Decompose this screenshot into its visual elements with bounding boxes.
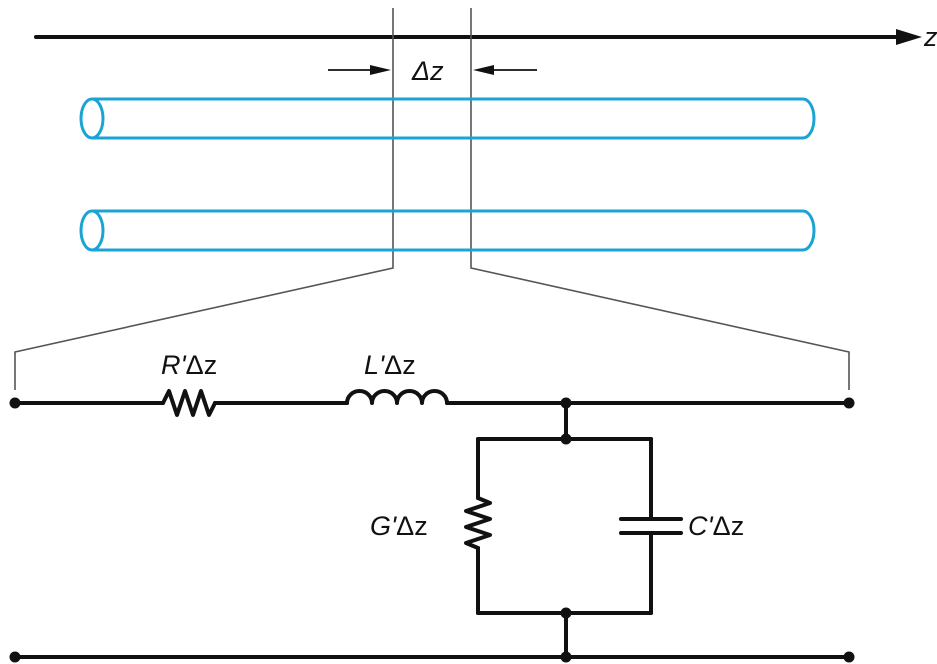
dimension-arrow-left-icon xyxy=(473,65,494,75)
node-top-right xyxy=(843,397,855,409)
conductor-top-left-end xyxy=(79,97,105,140)
top-rail xyxy=(9,389,855,417)
resistor-label: R'Δz xyxy=(161,350,217,380)
bottom-rail xyxy=(9,651,855,663)
shunt-branch xyxy=(464,401,683,659)
conductor-top xyxy=(79,97,816,140)
node-bottom-junction xyxy=(560,651,572,663)
series-inductor-symbol xyxy=(345,389,449,405)
z-axis-arrowhead xyxy=(896,29,922,45)
node-bottom-left xyxy=(9,651,21,663)
conductor-bottom-left-end xyxy=(79,209,105,252)
z-axis: z xyxy=(34,22,937,52)
node-top-left xyxy=(9,397,21,409)
conductor-top-right-end xyxy=(802,97,816,140)
capacitance-label: C'Δz xyxy=(688,511,744,541)
conductance-label: G'Δz xyxy=(370,511,428,541)
left-guide-line xyxy=(14,8,394,390)
conductor-bottom xyxy=(79,209,816,252)
series-resistor-symbol xyxy=(161,389,217,417)
delta-z-label: Δz xyxy=(411,56,444,86)
delta-z-dimension: Δz xyxy=(328,56,537,86)
node-bottom-right xyxy=(843,651,855,663)
conductor-bottom-right-end xyxy=(802,209,816,252)
shunt-resistor-symbol xyxy=(464,496,492,550)
dimension-arrow-right-icon xyxy=(370,65,391,75)
right-guide-line xyxy=(470,8,850,390)
inductor-label: L'Δz xyxy=(364,350,416,380)
z-axis-label: z xyxy=(923,22,937,52)
